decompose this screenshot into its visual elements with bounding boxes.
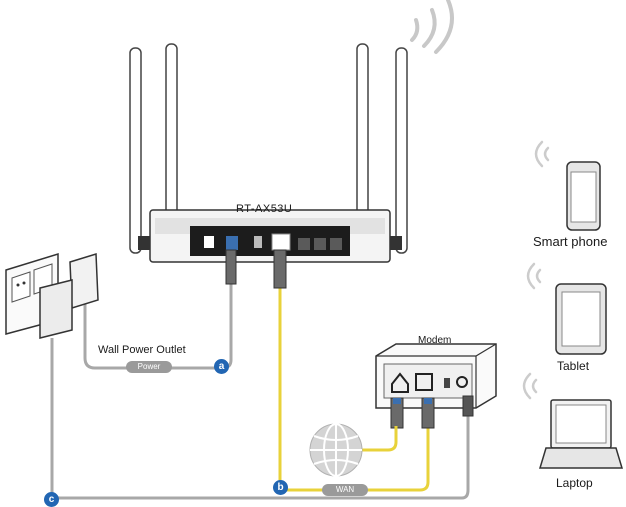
power-cable-label: Power bbox=[126, 361, 172, 373]
step-marker-a: a bbox=[214, 359, 229, 374]
router-model-label: RT-AX53U bbox=[236, 203, 293, 215]
router-lan-port bbox=[330, 238, 342, 250]
router-antenna bbox=[129, 47, 142, 254]
smart-phone-icon bbox=[534, 140, 601, 231]
modem bbox=[375, 343, 497, 409]
laptop-icon bbox=[522, 372, 624, 469]
power-plug bbox=[225, 249, 237, 285]
router-power-port bbox=[204, 236, 214, 248]
power-adapter-icon bbox=[39, 252, 99, 339]
router-lan-port bbox=[298, 238, 310, 250]
step-marker-b: b bbox=[273, 480, 288, 495]
modem-label: Modem bbox=[418, 335, 452, 346]
smart-phone-label: Smart phone bbox=[533, 234, 608, 249]
router bbox=[129, 43, 408, 263]
modem-power-plug bbox=[462, 395, 474, 417]
tablet-icon bbox=[526, 262, 607, 355]
router-wan-port bbox=[271, 233, 291, 251]
router-lan-port bbox=[314, 238, 326, 250]
router-usb-port bbox=[226, 236, 238, 250]
wifi-signal-icon bbox=[526, 262, 542, 290]
router-reset-button bbox=[254, 236, 262, 248]
step-marker-c: c bbox=[44, 492, 59, 507]
wifi-signal-icon bbox=[522, 372, 538, 400]
internet-cable bbox=[362, 426, 398, 452]
globe-icon bbox=[309, 423, 363, 477]
wan-cable-label: WAN bbox=[322, 484, 368, 496]
wifi-signal-icon bbox=[534, 140, 550, 168]
tablet-label: Tablet bbox=[557, 359, 590, 373]
laptop-label: Laptop bbox=[556, 476, 593, 490]
wan-plug bbox=[273, 249, 287, 289]
router-antenna bbox=[395, 47, 408, 254]
wifi-signal-icon bbox=[410, 0, 454, 54]
wall-power-outlet-label: Wall Power Outlet bbox=[98, 344, 186, 356]
